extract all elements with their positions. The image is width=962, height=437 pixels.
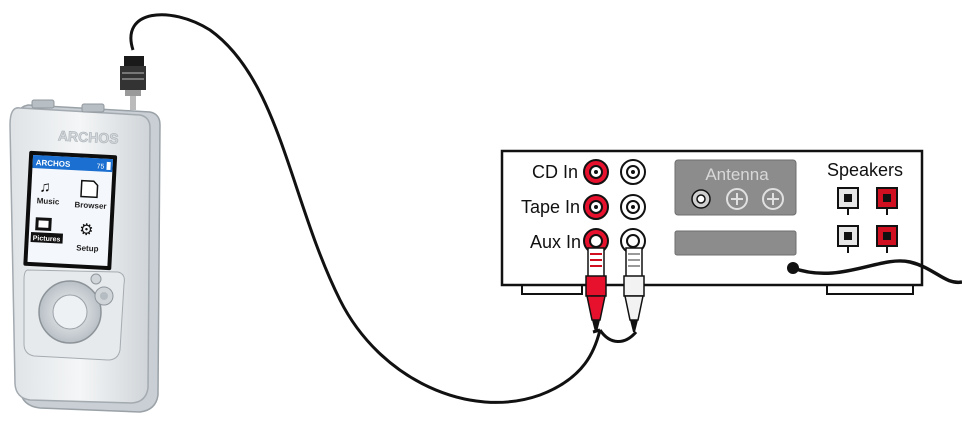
cd-in-white-jack <box>620 159 646 185</box>
power-cord <box>792 259 962 284</box>
music-icon: ♫ <box>39 178 51 196</box>
media-player: ARCHOS ARCHOS 75 ♫ Music Browser <box>9 99 161 413</box>
screen-battery-label: 75 <box>96 163 104 170</box>
cd-in-red-jack <box>583 159 609 185</box>
speaker-terminal-red-top <box>876 187 898 215</box>
screen-item-pictures: Pictures <box>30 217 64 244</box>
input-label-tape: Tape In <box>521 197 580 217</box>
screen-header-brand: ARCHOS <box>35 158 71 169</box>
input-label-cd: CD In <box>532 162 578 182</box>
screen-item-browser-label: Browser <box>74 200 106 211</box>
antenna-terminal-2 <box>762 188 784 210</box>
aux-in-red-jack <box>583 228 609 254</box>
speakers-label: Speakers <box>827 160 903 180</box>
folder-icon <box>80 179 99 199</box>
antenna-coax-connector <box>691 189 711 209</box>
rca-plug-red <box>585 247 607 332</box>
stereo-receiver: CD In Tape In Aux In <box>500 149 962 295</box>
screen-item-music-label: Music <box>36 196 60 206</box>
tape-in-red-jack <box>583 194 609 220</box>
audio-cable <box>129 13 602 404</box>
speaker-terminal-black-bottom <box>837 225 859 253</box>
antenna-label: Antenna <box>705 165 769 184</box>
receiver-display-slot <box>674 230 797 256</box>
screen-item-pictures-highlight <box>30 231 64 244</box>
speaker-terminal-black-top <box>837 187 859 215</box>
player-screen: ARCHOS 75 ♫ Music Browser Pictures <box>23 150 118 271</box>
player-brand: ARCHOS <box>58 127 119 146</box>
tape-in-white-jack <box>620 194 646 220</box>
speaker-terminal-red-bottom <box>876 225 898 253</box>
input-label-aux: Aux In <box>530 232 581 252</box>
rca-plug-white <box>623 247 645 332</box>
antenna-terminal-1 <box>726 188 748 210</box>
screen-item-music: ♫ Music <box>36 178 60 206</box>
gear-icon: ⚙ <box>79 222 94 240</box>
screen-item-setup: ⚙ Setup <box>76 222 99 254</box>
screen-item-pictures-label: Pictures <box>33 235 61 243</box>
top-button <box>90 273 102 285</box>
screen-item-setup-label: Setup <box>76 243 99 253</box>
screen-item-browser: Browser <box>74 179 107 211</box>
cable-split-white <box>598 329 638 343</box>
headphone-plug <box>120 56 146 110</box>
